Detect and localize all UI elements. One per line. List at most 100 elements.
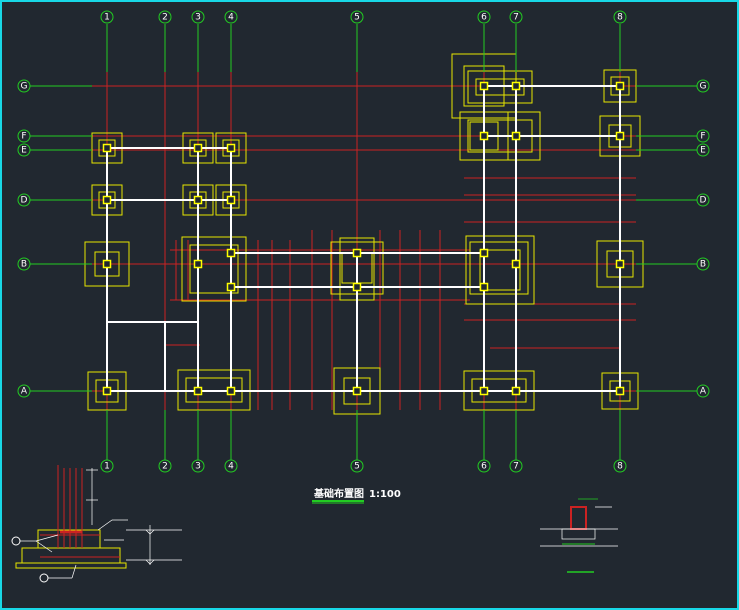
- column-marker: [226, 248, 236, 258]
- axis-bubble-bottom-3-label: 3: [195, 462, 201, 472]
- axis-bubble-left-B-label: B: [21, 260, 27, 270]
- footing-inner: [479, 249, 521, 291]
- column-marker: [615, 131, 625, 141]
- column-marker: [193, 195, 203, 205]
- column-marker: [226, 195, 236, 205]
- axis-bubble-left-F: F: [17, 129, 31, 143]
- axis-bubble-top-1: 1: [100, 10, 114, 24]
- axis-bubble-bottom-6-label: 6: [481, 462, 487, 472]
- axis-bubble-left-D-label: D: [21, 196, 28, 206]
- axis-bubble-left-E: E: [17, 143, 31, 157]
- axis-bubble-bottom-4-label: 4: [228, 462, 234, 472]
- axis-bubble-top-7-label: 7: [513, 13, 519, 23]
- axis-bubble-top-4: 4: [224, 10, 238, 24]
- axis-bubble-top-3-label: 3: [195, 13, 201, 23]
- tie-beams: [106, 85, 621, 392]
- axis-bubble-bottom-7-label: 7: [513, 462, 519, 472]
- axis-bubble-bottom-8-label: 8: [617, 462, 623, 472]
- column-marker: [511, 386, 521, 396]
- axis-bubble-left-A-label: A: [21, 387, 28, 397]
- column-marker: [226, 143, 236, 153]
- axis-bubble-bottom-2-label: 2: [162, 462, 168, 472]
- column-marker: [102, 195, 112, 205]
- column-marker: [102, 386, 112, 396]
- column-marker: [615, 386, 625, 396]
- axis-bubble-top-7: 7: [509, 10, 523, 24]
- drawing-title: 基础布置图: [313, 487, 364, 500]
- column-marker: [511, 81, 521, 91]
- axis-bubble-left-E-label: E: [21, 146, 27, 156]
- axis-bubble-right-D-label: D: [700, 196, 707, 206]
- axis-bubble-bottom-6: 6: [477, 459, 491, 473]
- beam-section-detail: [540, 498, 618, 573]
- axis-bubble-bottom-1: 1: [100, 459, 114, 473]
- axis-bubble-bottom-1-label: 1: [104, 462, 110, 472]
- column-marker: [511, 259, 521, 269]
- axis-bubble-top-6: 6: [477, 10, 491, 24]
- axis-bubble-top-3: 3: [191, 10, 205, 24]
- axis-bubble-bottom-8: 8: [613, 459, 627, 473]
- footings: [84, 53, 644, 415]
- column-marker: [352, 282, 362, 292]
- column-marker: [615, 81, 625, 91]
- axis-bubble-top-6-label: 6: [481, 13, 487, 23]
- axis-bubble-top-4-label: 4: [228, 13, 234, 23]
- column-marker: [102, 259, 112, 269]
- footing-inner: [469, 241, 529, 295]
- axis-bubble-left-F-label: F: [21, 132, 26, 142]
- rebar-lines: [164, 177, 636, 410]
- axis-bubble-right-A: A: [696, 384, 710, 398]
- axis-bubble-bottom-5-label: 5: [354, 462, 360, 472]
- axis-bubble-left-G: G: [17, 79, 31, 93]
- column-marker: [352, 386, 362, 396]
- column-marker: [511, 131, 521, 141]
- footing-combined: [181, 236, 247, 302]
- axis-bubble-top-5: 5: [350, 10, 364, 24]
- column-marker: [615, 259, 625, 269]
- column-marker: [193, 259, 203, 269]
- column-marker: [226, 386, 236, 396]
- column-marker: [352, 248, 362, 258]
- axis-bubble-bottom-7: 7: [509, 459, 523, 473]
- axis-bubble-top-8: 8: [613, 10, 627, 24]
- column-marker: [479, 282, 489, 292]
- column-marker: [479, 131, 489, 141]
- drawing-title-block: 基础布置图 1:100: [312, 487, 401, 504]
- axis-bubble-left-B: B: [17, 257, 31, 271]
- footing-section-detail: [11, 465, 182, 583]
- column-marker: [479, 386, 489, 396]
- axis-bubble-right-G-label: G: [700, 82, 707, 92]
- axis-bubble-right-B-label: B: [700, 260, 706, 270]
- axis-bubble-bottom-3: 3: [191, 459, 205, 473]
- column-marker: [479, 81, 489, 91]
- axis-bubble-right-B: B: [696, 257, 710, 271]
- columns: [102, 81, 625, 396]
- axis-bubble-right-F: F: [696, 129, 710, 143]
- axis-bubble-right-E-label: E: [700, 146, 706, 156]
- axis-lines: [90, 70, 640, 410]
- axis-bubble-left-A: A: [17, 384, 31, 398]
- column-marker: [226, 282, 236, 292]
- axis-bubble-top-8-label: 8: [617, 13, 623, 23]
- axis-bubble-bottom-5: 5: [350, 459, 364, 473]
- axis-bubble-left-D: D: [17, 193, 31, 207]
- axis-bubble-top-5-label: 5: [354, 13, 360, 23]
- axis-bubble-bottom-2: 2: [158, 459, 172, 473]
- axis-bubble-top-1-label: 1: [104, 13, 110, 23]
- axis-bubble-top-2: 2: [158, 10, 172, 24]
- footing-outer: [465, 235, 535, 305]
- axis-bubble-right-E: E: [696, 143, 710, 157]
- axis-bubble-top-2-label: 2: [162, 13, 168, 23]
- column-marker: [102, 143, 112, 153]
- footing-combined-inner: [189, 244, 239, 294]
- column-marker: [193, 386, 203, 396]
- axis-bubble-right-F-label: F: [700, 132, 705, 142]
- axis-bubble-right-G: G: [696, 79, 710, 93]
- axis-bubble-left-G-label: G: [21, 82, 28, 92]
- axis-bubble-right-A-label: A: [700, 387, 707, 397]
- drawing-scale: 1:100: [369, 489, 401, 500]
- axis-bubble-right-D: D: [696, 193, 710, 207]
- column-marker: [479, 248, 489, 258]
